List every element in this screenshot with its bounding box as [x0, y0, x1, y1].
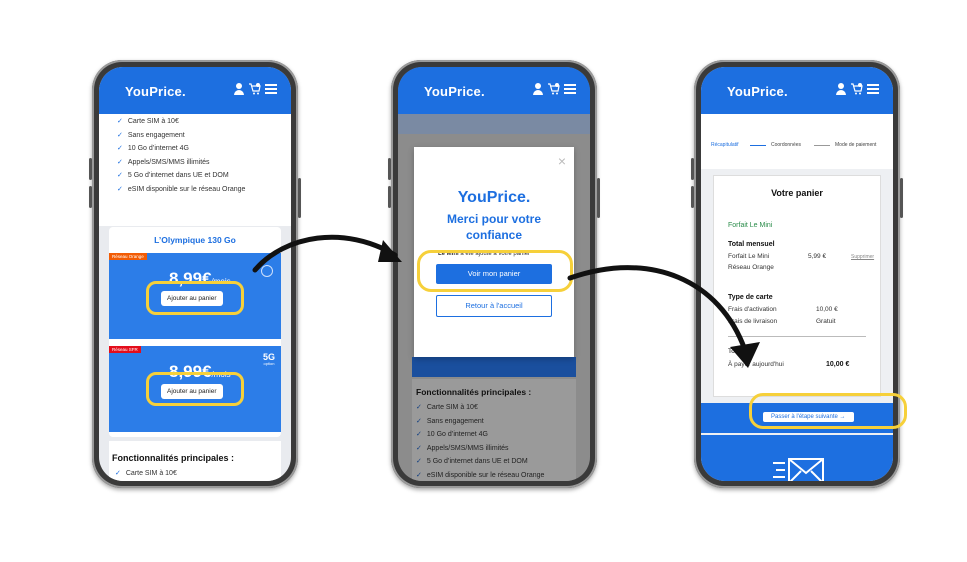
modal-title: Merci pour votre confiance	[446, 212, 542, 242]
list-item: ✓Sans engagement	[416, 417, 484, 425]
activation-label: Frais d'activation	[728, 306, 777, 313]
delivery-label: Frais de livraison	[728, 318, 778, 325]
modal-logo: YouPrice.	[457, 189, 531, 206]
highlight-add-to-cart-1	[146, 281, 244, 315]
list-item: ✓Appels/SMS/MMS illimités	[117, 158, 210, 166]
list-item: ✓10 Go d’internet 4G	[117, 145, 189, 152]
offer-sfr: Réseau SFR 8,99€/mois 5G option Ajouter …	[109, 346, 281, 432]
list-item: ✓5 Go d’internet dans UE et DOM	[117, 172, 229, 179]
monthly-price: 5,99 €	[808, 253, 827, 260]
list-item: ✓Carte SIM à 10€	[115, 470, 177, 477]
monthly-line2: Réseau Orange	[728, 264, 774, 271]
list-item: ✓Carte SIM à 10€	[416, 404, 478, 411]
close-icon[interactable]: ×	[557, 153, 566, 169]
modal-message: Le Mini a été ajouté à votre panier	[438, 251, 531, 257]
list-item: ✓10 Go d’internet 4G	[416, 431, 488, 438]
highlight-add-to-cart-2	[146, 372, 244, 406]
app-header: YouPrice.	[99, 67, 291, 114]
5g-icon: 5G option	[262, 352, 275, 366]
features-section: Fonctionnalités principales : ✓Carte SIM…	[412, 379, 576, 481]
email-icon	[773, 457, 825, 481]
back-home-button[interactable]: Retour à l'accueil	[436, 295, 552, 317]
pay-today-label: À payer aujourd'hui	[728, 361, 784, 368]
list-item: ✓eSIM disponible sur le réseau Orange	[416, 471, 545, 479]
next-step-button[interactable]: Passer à l'étape suivante →	[763, 412, 854, 422]
list-item: ✓Sans engagement	[117, 131, 185, 139]
cart-title: Votre panier	[771, 188, 823, 198]
delivery-value: Gratuit	[816, 318, 836, 325]
view-cart-button[interactable]: Voir mon panier	[436, 264, 552, 284]
monthly-line1: Forfait Le Mini	[728, 253, 770, 260]
phone-screen-1: ✓Carte SIM à 10€ ✓Sans engagement ✓10 Go…	[99, 67, 291, 481]
newsletter-banner	[701, 435, 893, 481]
card-heading: Type de carte	[728, 294, 773, 301]
list-item: ✓5 Go d’internet dans UE et DOM	[416, 458, 528, 465]
features-list: ✓Carte SIM à 10€	[115, 467, 281, 481]
checkout-stepper: Récapitulatif Coordonnées Mode de paieme…	[701, 114, 893, 169]
menu-icon[interactable]	[867, 84, 879, 94]
pay-today-value: 10,00 €	[826, 361, 850, 368]
user-icon[interactable]	[234, 83, 244, 95]
user-icon[interactable]	[533, 83, 543, 95]
add-to-cart-button[interactable]: Ajouter au panier	[161, 291, 223, 306]
step-coordinates[interactable]: Coordonnées	[771, 142, 802, 148]
total-heading: Total	[728, 348, 742, 355]
features-list: ✓Carte SIM à 10€ ✓Sans engagement ✓10 Go…	[117, 115, 245, 196]
app-header: YouPrice.	[398, 67, 590, 114]
logo[interactable]: YouPrice.	[727, 84, 788, 99]
network-icon	[261, 265, 273, 277]
logo[interactable]: YouPrice.	[424, 84, 485, 99]
list-item: ✓Carte SIM à 10€	[117, 118, 179, 125]
user-icon[interactable]	[836, 83, 846, 95]
phone-frame-1: ✓Carte SIM à 10€ ✓Sans engagement ✓10 Go…	[89, 60, 301, 488]
offer-orange: Réseau Orange 8,99€/mois Ajouter au pani…	[109, 253, 281, 339]
app-header: YouPrice.	[701, 67, 893, 114]
status-badge: Réseau Orange	[109, 253, 147, 260]
remove-link[interactable]: Supprimer	[851, 254, 875, 260]
plan-card: L’Olympique 130 Go Réseau Orange 8,99€/m…	[109, 227, 281, 437]
step-payment[interactable]: Mode de paiement	[835, 142, 877, 148]
logo[interactable]: YouPrice.	[125, 84, 186, 99]
product-name: Forfait Le Mini	[728, 222, 773, 229]
cart-icon[interactable]	[547, 83, 560, 95]
section-title: Fonctionnalités principales :	[112, 453, 235, 463]
step-recap[interactable]: Récapitulatif	[711, 142, 739, 148]
activation-value: 10,00 €	[816, 306, 838, 313]
plan-title: L’Olympique 130 Go	[154, 235, 236, 245]
list-item: ✓eSIM disponible sur le réseau Orange	[117, 185, 246, 193]
cart-card: Votre panier Forfait Le Mini Total mensu…	[713, 175, 881, 397]
features-card: ✓Carte SIM à 10€ ✓Sans engagement ✓10 Go…	[99, 111, 291, 226]
highlight-view-cart	[417, 250, 573, 292]
list-item: ✓Appels/SMS/MMS illimités	[416, 444, 509, 452]
cart-icon[interactable]	[248, 83, 261, 95]
highlight-next-step	[749, 393, 907, 429]
features-list: ✓Carte SIM à 10€ ✓Sans engagement ✓10 Go…	[416, 401, 576, 481]
add-to-cart-button[interactable]: Ajouter au panier	[161, 384, 223, 399]
section-title: Fonctionnalités principales :	[416, 387, 532, 397]
features-section: Fonctionnalités principales : ✓Carte SIM…	[109, 441, 281, 481]
status-badge: Réseau SFR	[109, 346, 141, 353]
menu-icon[interactable]	[265, 84, 277, 94]
menu-icon[interactable]	[564, 84, 576, 94]
cart-icon[interactable]	[850, 83, 863, 95]
monthly-heading: Total mensuel	[728, 241, 775, 248]
